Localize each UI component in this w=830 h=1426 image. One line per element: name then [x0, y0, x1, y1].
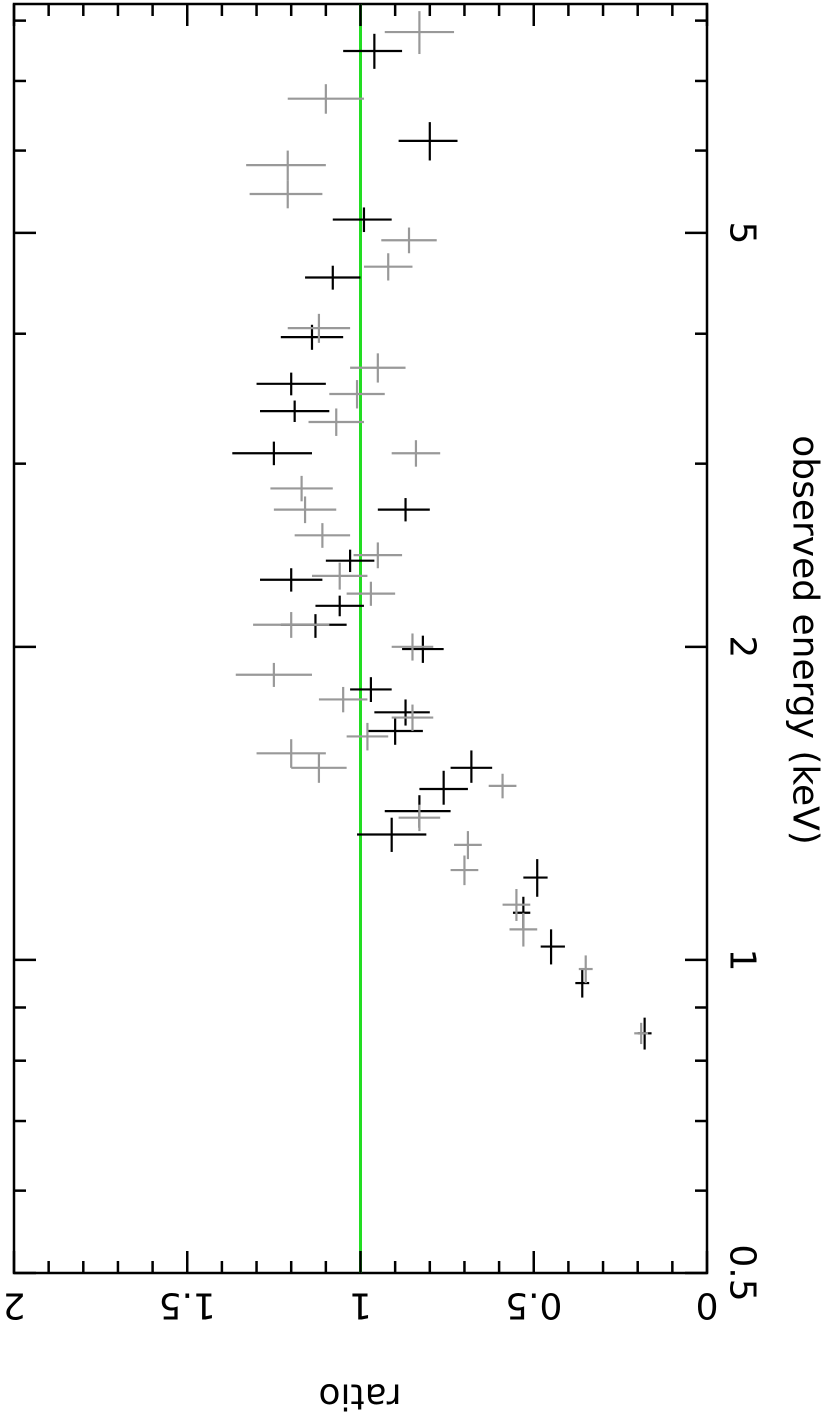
ratio-tick-label: 1 — [349, 1285, 372, 1326]
data-point — [249, 180, 323, 209]
series-1 — [232, 33, 652, 1050]
data-point — [391, 633, 434, 661]
data-point — [346, 722, 389, 751]
data-point — [273, 496, 337, 524]
data-point — [291, 753, 347, 783]
data-point — [350, 677, 392, 702]
data-point — [350, 353, 406, 383]
energy-axis-ticks — [14, 19, 707, 1275]
energy-tick-label: 1 — [722, 948, 763, 971]
data-point — [311, 562, 368, 590]
data-point — [391, 704, 434, 731]
data-point — [308, 408, 364, 436]
data-point — [634, 1022, 649, 1045]
data-point — [332, 207, 392, 233]
data-point — [232, 441, 312, 466]
energy-tick-label: 2 — [722, 635, 763, 658]
data-point — [256, 372, 326, 396]
data-point — [540, 929, 565, 965]
data-point — [363, 253, 413, 281]
data-point — [260, 400, 330, 422]
data-point — [488, 773, 517, 799]
data-point — [398, 122, 458, 161]
data-point — [578, 955, 593, 984]
data-point — [253, 612, 330, 638]
data-point — [315, 595, 364, 617]
data-point — [270, 475, 333, 502]
data-point — [398, 804, 441, 832]
ratio-axis-ticks — [12, 4, 709, 1273]
ratio-tick-label: 0.5 — [505, 1285, 562, 1326]
data-point — [357, 817, 427, 852]
data-point — [346, 581, 396, 606]
data-point — [329, 380, 385, 409]
ratio-tick-label: 0 — [696, 1285, 719, 1326]
series-2 — [235, 11, 649, 1045]
ratio-tick-label: 2 — [3, 1285, 26, 1326]
data-point — [419, 770, 468, 805]
data-point — [377, 498, 430, 522]
data-point — [450, 855, 479, 886]
data-point — [502, 888, 531, 921]
data-point — [402, 635, 444, 663]
data-point — [381, 227, 437, 254]
data-point — [384, 11, 455, 55]
data-point — [256, 739, 326, 768]
data-point — [318, 686, 368, 713]
data-point — [384, 795, 451, 828]
data-point — [287, 313, 351, 343]
data-point — [374, 699, 430, 726]
data-point — [246, 150, 326, 181]
data-point — [391, 440, 441, 467]
energy-tick-label: 5 — [722, 221, 763, 244]
ratio-axis-label: ratio — [318, 1376, 401, 1417]
data-point — [353, 542, 403, 569]
data-point — [367, 717, 423, 745]
energy-axis-label: observed energy (keV) — [785, 435, 826, 845]
data-point — [294, 523, 351, 548]
data-point — [260, 568, 323, 592]
data-point — [523, 859, 548, 897]
data-point — [343, 33, 403, 69]
data-point — [305, 265, 361, 290]
energy-tick-label: 0.5 — [722, 1244, 763, 1301]
data-point — [287, 84, 364, 114]
data-point — [450, 750, 493, 783]
data-point — [235, 662, 312, 687]
data-point — [325, 549, 375, 573]
ratio-tick-label: 1.5 — [159, 1285, 216, 1326]
data-point — [454, 831, 482, 860]
data-point — [509, 912, 538, 947]
data-point — [575, 969, 590, 998]
